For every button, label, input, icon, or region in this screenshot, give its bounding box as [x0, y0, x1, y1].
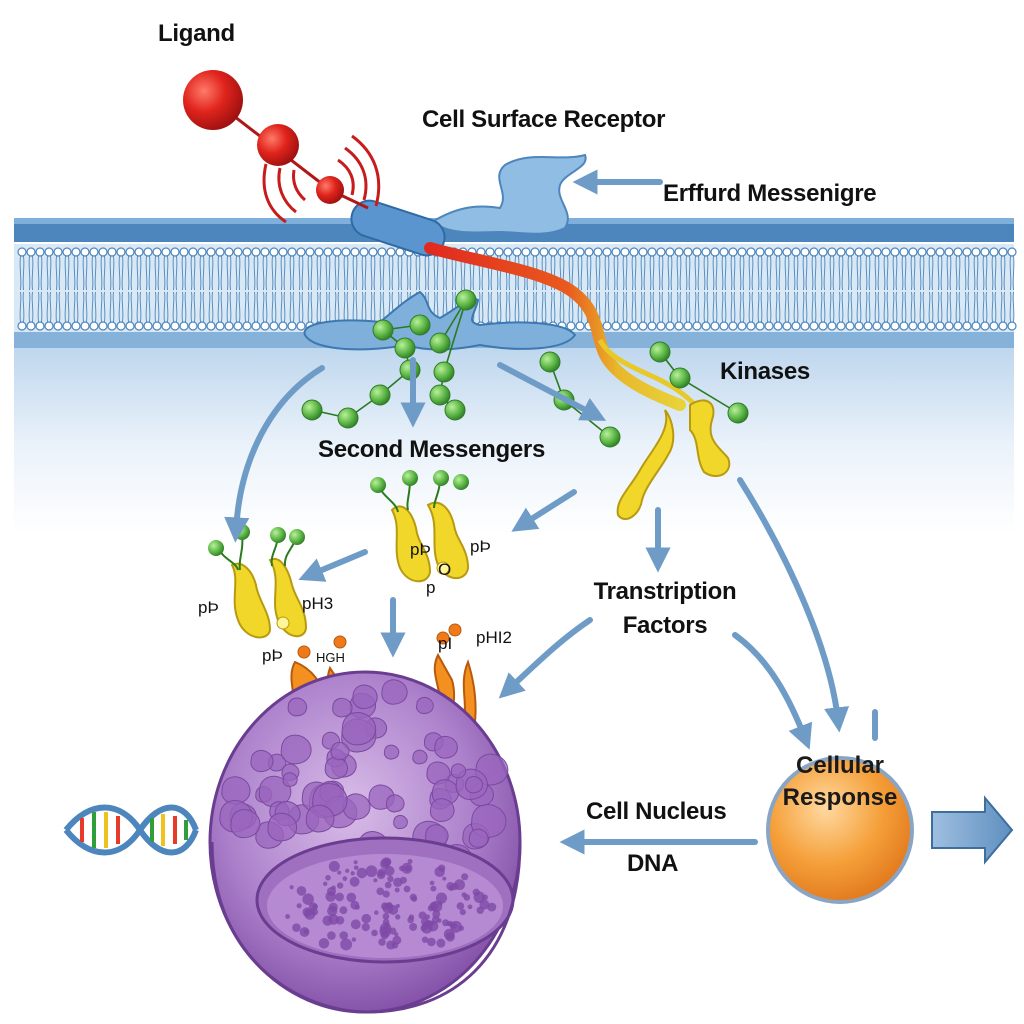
transcription-label-line1: Transtription: [593, 578, 737, 605]
nucleus-label: Cell Nucleus: [586, 798, 727, 825]
phospho-label: pHI2: [476, 628, 512, 647]
factor-tips: [297, 623, 462, 659]
phospho-label: pÞ: [198, 598, 219, 617]
transcription-label-line2: Factors: [622, 612, 708, 639]
dna-label: DNA: [627, 850, 679, 877]
phospho-label: pÞ: [470, 537, 491, 556]
cell-nucleus: [208, 670, 522, 1014]
ligand-molecule: [183, 70, 369, 210]
receptor-channel: [350, 199, 446, 257]
second-messengers-label: Second Messengers: [318, 436, 545, 463]
transcription-factors-label: Transtription Factors: [560, 575, 770, 643]
phosphorylated-kinases-left: [208, 524, 308, 639]
phospho-label: pÞ: [262, 646, 283, 665]
kinase-molecules: [616, 399, 731, 520]
cytoplasm: [14, 335, 1014, 535]
cellular-response-label: Cellular Response: [770, 750, 910, 814]
receptor-strand: [424, 242, 686, 411]
response-label-line2: Response: [782, 784, 898, 811]
signal-waves: [262, 134, 381, 224]
phospho-label: pI: [438, 634, 453, 653]
receptor-label: Cell Surface Receptor: [422, 106, 666, 133]
phospho-label: pÞ: [410, 540, 431, 559]
phospho-label: pH3: [302, 594, 334, 613]
output-arrow: [931, 795, 1014, 865]
pathway-arrows: [224, 169, 878, 855]
kinases-label: Kinases: [720, 358, 810, 385]
ligand-label: Ligand: [158, 20, 235, 47]
phospho-label: O: [438, 560, 452, 579]
phospho-label: p: [426, 578, 436, 597]
phosphorylated-kinases-center: [370, 470, 470, 583]
effector-protein: [303, 290, 577, 351]
messenger-label: Erffurd Messenigre: [663, 180, 877, 207]
response-label-line1: Cellular: [795, 752, 885, 779]
phospho-label: HGH: [316, 650, 345, 665]
cellular-response-node: [766, 756, 914, 904]
dna-double-helix: [63, 804, 199, 856]
surface-receptor-protein: [430, 153, 587, 235]
